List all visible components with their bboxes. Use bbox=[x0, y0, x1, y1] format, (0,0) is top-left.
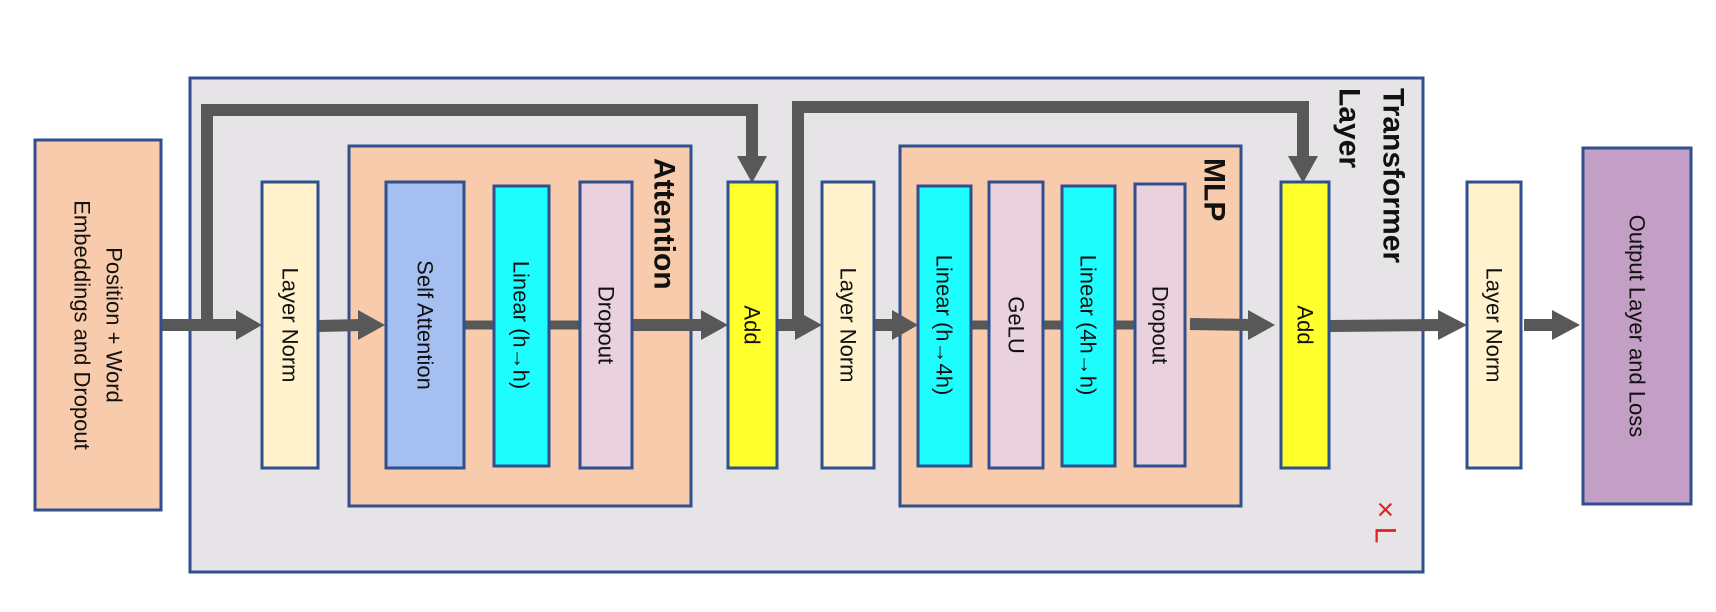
layer-norm-1-label: Layer Norm bbox=[278, 268, 303, 383]
linear-h4h-label: Linear (h→4h) bbox=[932, 255, 957, 396]
layer-norm-2-block bbox=[820, 180, 876, 470]
transformer-layer-title-line2: Layer bbox=[1333, 88, 1366, 168]
dropout-1-block bbox=[578, 180, 634, 470]
arrowhead-ln2 bbox=[795, 310, 822, 340]
residual-arrowhead-1 bbox=[737, 156, 767, 183]
arrowhead-sa bbox=[358, 310, 385, 340]
dropout-2-label: Dropout bbox=[1148, 286, 1173, 364]
gelu-label: GeLU bbox=[1004, 296, 1029, 353]
mlp-title: MLP bbox=[1198, 158, 1231, 221]
repeat-multiplier: × L bbox=[1369, 501, 1402, 544]
output-loss-label: Output Layer and Loss bbox=[1625, 215, 1650, 438]
linear-4hh-label: Linear (4h→h) bbox=[1076, 255, 1101, 396]
arrowhead-ln1 bbox=[236, 310, 262, 340]
linear-h4h-block bbox=[916, 184, 973, 468]
dropout-1-label: Dropout bbox=[594, 286, 619, 364]
arrowhead-add2 bbox=[1248, 310, 1275, 340]
embeddings-label-line2: Embeddings and Dropout bbox=[70, 200, 95, 450]
linear-4hh-block bbox=[1060, 184, 1117, 468]
arrowhead-final-ln bbox=[1438, 310, 1467, 340]
connector-ln1-sa bbox=[317, 319, 363, 332]
gelu-block bbox=[987, 180, 1045, 470]
embeddings-label-line1: Position + Word bbox=[102, 247, 127, 403]
self-attention-block bbox=[384, 180, 466, 470]
linear-hh-block bbox=[492, 184, 551, 468]
connector-add2-final-ln bbox=[1328, 319, 1443, 332]
transformer-layer-title-line1: Transformer bbox=[1377, 88, 1410, 263]
layer-norm-1-block bbox=[260, 180, 320, 470]
dropout-2-block bbox=[1133, 182, 1187, 468]
add-2-label: Add bbox=[1293, 305, 1318, 344]
output-loss-block bbox=[1581, 146, 1693, 506]
final-layer-norm-block bbox=[1465, 180, 1523, 470]
embeddings-block bbox=[33, 138, 163, 512]
arrowhead-linear1 bbox=[892, 310, 918, 340]
attention-title: Attention bbox=[648, 158, 681, 290]
add-1-label: Add bbox=[740, 305, 765, 344]
arrowhead-output bbox=[1552, 310, 1580, 340]
arrowhead-add1 bbox=[701, 310, 728, 340]
self-attention-label: Self Attention bbox=[413, 260, 438, 390]
residual-arrowhead-2 bbox=[1288, 156, 1318, 183]
add-1-block bbox=[726, 180, 779, 470]
linear-hh-label: Linear (h→h) bbox=[509, 261, 534, 389]
layer-norm-2-label: Layer Norm bbox=[836, 268, 861, 383]
residual-connection-2 bbox=[792, 101, 1309, 327]
final-layer-norm-label: Layer Norm bbox=[1482, 268, 1507, 383]
add-2-block bbox=[1279, 180, 1331, 470]
connector-dropout-add2 bbox=[1189, 318, 1253, 331]
residual-connection-1 bbox=[201, 104, 758, 324]
